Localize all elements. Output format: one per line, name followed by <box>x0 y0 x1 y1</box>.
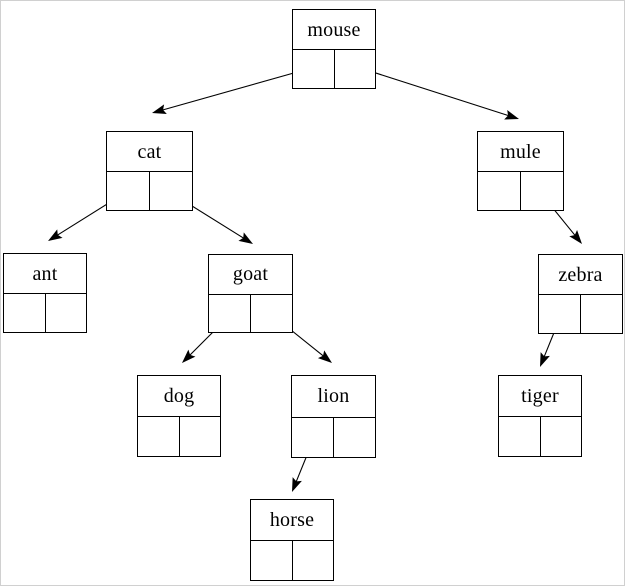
node-label-lion: lion <box>317 385 350 408</box>
right-pointer-cell-tiger[interactable] <box>541 417 582 456</box>
tree-node-cat[interactable]: cat <box>106 131 193 211</box>
tree-node-horse[interactable]: horse <box>250 499 334 581</box>
tree-node-mouse[interactable]: mouse <box>292 9 376 89</box>
tree-node-mule[interactable]: mule <box>477 131 564 211</box>
edge-arrowhead-cat-to-ant <box>48 229 63 241</box>
left-pointer-cell-tiger[interactable] <box>499 417 541 456</box>
left-pointer-cell-lion[interactable] <box>292 417 334 457</box>
node-label-mule: mule <box>500 140 541 163</box>
left-pointer-cell-dog[interactable] <box>138 417 180 456</box>
edge-arrowhead-goat-to-lion <box>317 350 332 363</box>
left-pointer-cell-cat[interactable] <box>107 172 150 210</box>
edge-arrowhead-zebra-to-tiger <box>540 352 550 367</box>
right-pointer-cell-cat[interactable] <box>150 172 192 210</box>
left-pointer-cell-zebra[interactable] <box>539 295 581 333</box>
left-pointer-cell-ant[interactable] <box>4 294 46 332</box>
node-pointers-mule <box>478 171 563 210</box>
node-label-ant: ant <box>32 262 58 285</box>
node-pointers-dog <box>138 416 220 456</box>
left-pointer-cell-goat[interactable] <box>209 294 251 332</box>
edge-arrowhead-mouse-to-mule <box>504 109 519 120</box>
node-pointers-tiger <box>499 416 581 456</box>
node-label-cat: cat <box>137 140 162 163</box>
node-label-tiger: tiger <box>521 385 559 407</box>
right-pointer-cell-lion[interactable] <box>334 418 375 458</box>
node-pointers-horse <box>251 540 333 580</box>
edge-arrowhead-cat-to-goat <box>238 232 253 244</box>
edge-arrowhead-lion-to-horse <box>292 477 302 492</box>
tree-node-ant[interactable]: ant <box>3 253 87 333</box>
right-pointer-cell-mule[interactable] <box>521 172 563 210</box>
right-pointer-cell-ant[interactable] <box>46 294 87 332</box>
node-label-goat: goat <box>232 263 269 286</box>
node-label-mouse: mouse <box>307 18 361 41</box>
right-pointer-cell-dog[interactable] <box>180 417 221 456</box>
node-pointers-ant <box>4 293 86 332</box>
tree-node-tiger[interactable]: tiger <box>498 375 582 457</box>
left-pointer-cell-mouse[interactable] <box>293 50 335 88</box>
edge-arrowhead-goat-to-dog <box>182 349 196 363</box>
node-label-dog: dog <box>163 385 195 407</box>
tree-node-lion[interactable]: lion <box>291 375 376 458</box>
node-pointers-lion <box>292 416 375 458</box>
right-pointer-cell-goat[interactable] <box>251 295 292 333</box>
node-pointers-goat <box>209 293 292 333</box>
tree-node-zebra[interactable]: zebra <box>538 254 623 334</box>
left-pointer-cell-mule[interactable] <box>478 172 521 210</box>
node-pointers-mouse <box>293 49 375 88</box>
node-label-horse: horse <box>269 509 315 531</box>
tree-node-dog[interactable]: dog <box>137 375 221 457</box>
edge-line-mouse-to-mule <box>353 65 509 117</box>
left-pointer-cell-horse[interactable] <box>251 541 293 580</box>
right-pointer-cell-horse[interactable] <box>293 541 334 580</box>
edge-arrowhead-mouse-to-cat <box>152 104 167 115</box>
right-pointer-cell-zebra[interactable] <box>581 295 622 333</box>
right-pointer-cell-mouse[interactable] <box>335 50 376 88</box>
tree-node-goat[interactable]: goat <box>208 254 293 333</box>
node-label-zebra: zebra <box>558 263 603 286</box>
edge-arrowhead-mule-to-zebra <box>569 229 582 244</box>
node-pointers-cat <box>107 171 192 210</box>
node-pointers-zebra <box>539 294 622 333</box>
